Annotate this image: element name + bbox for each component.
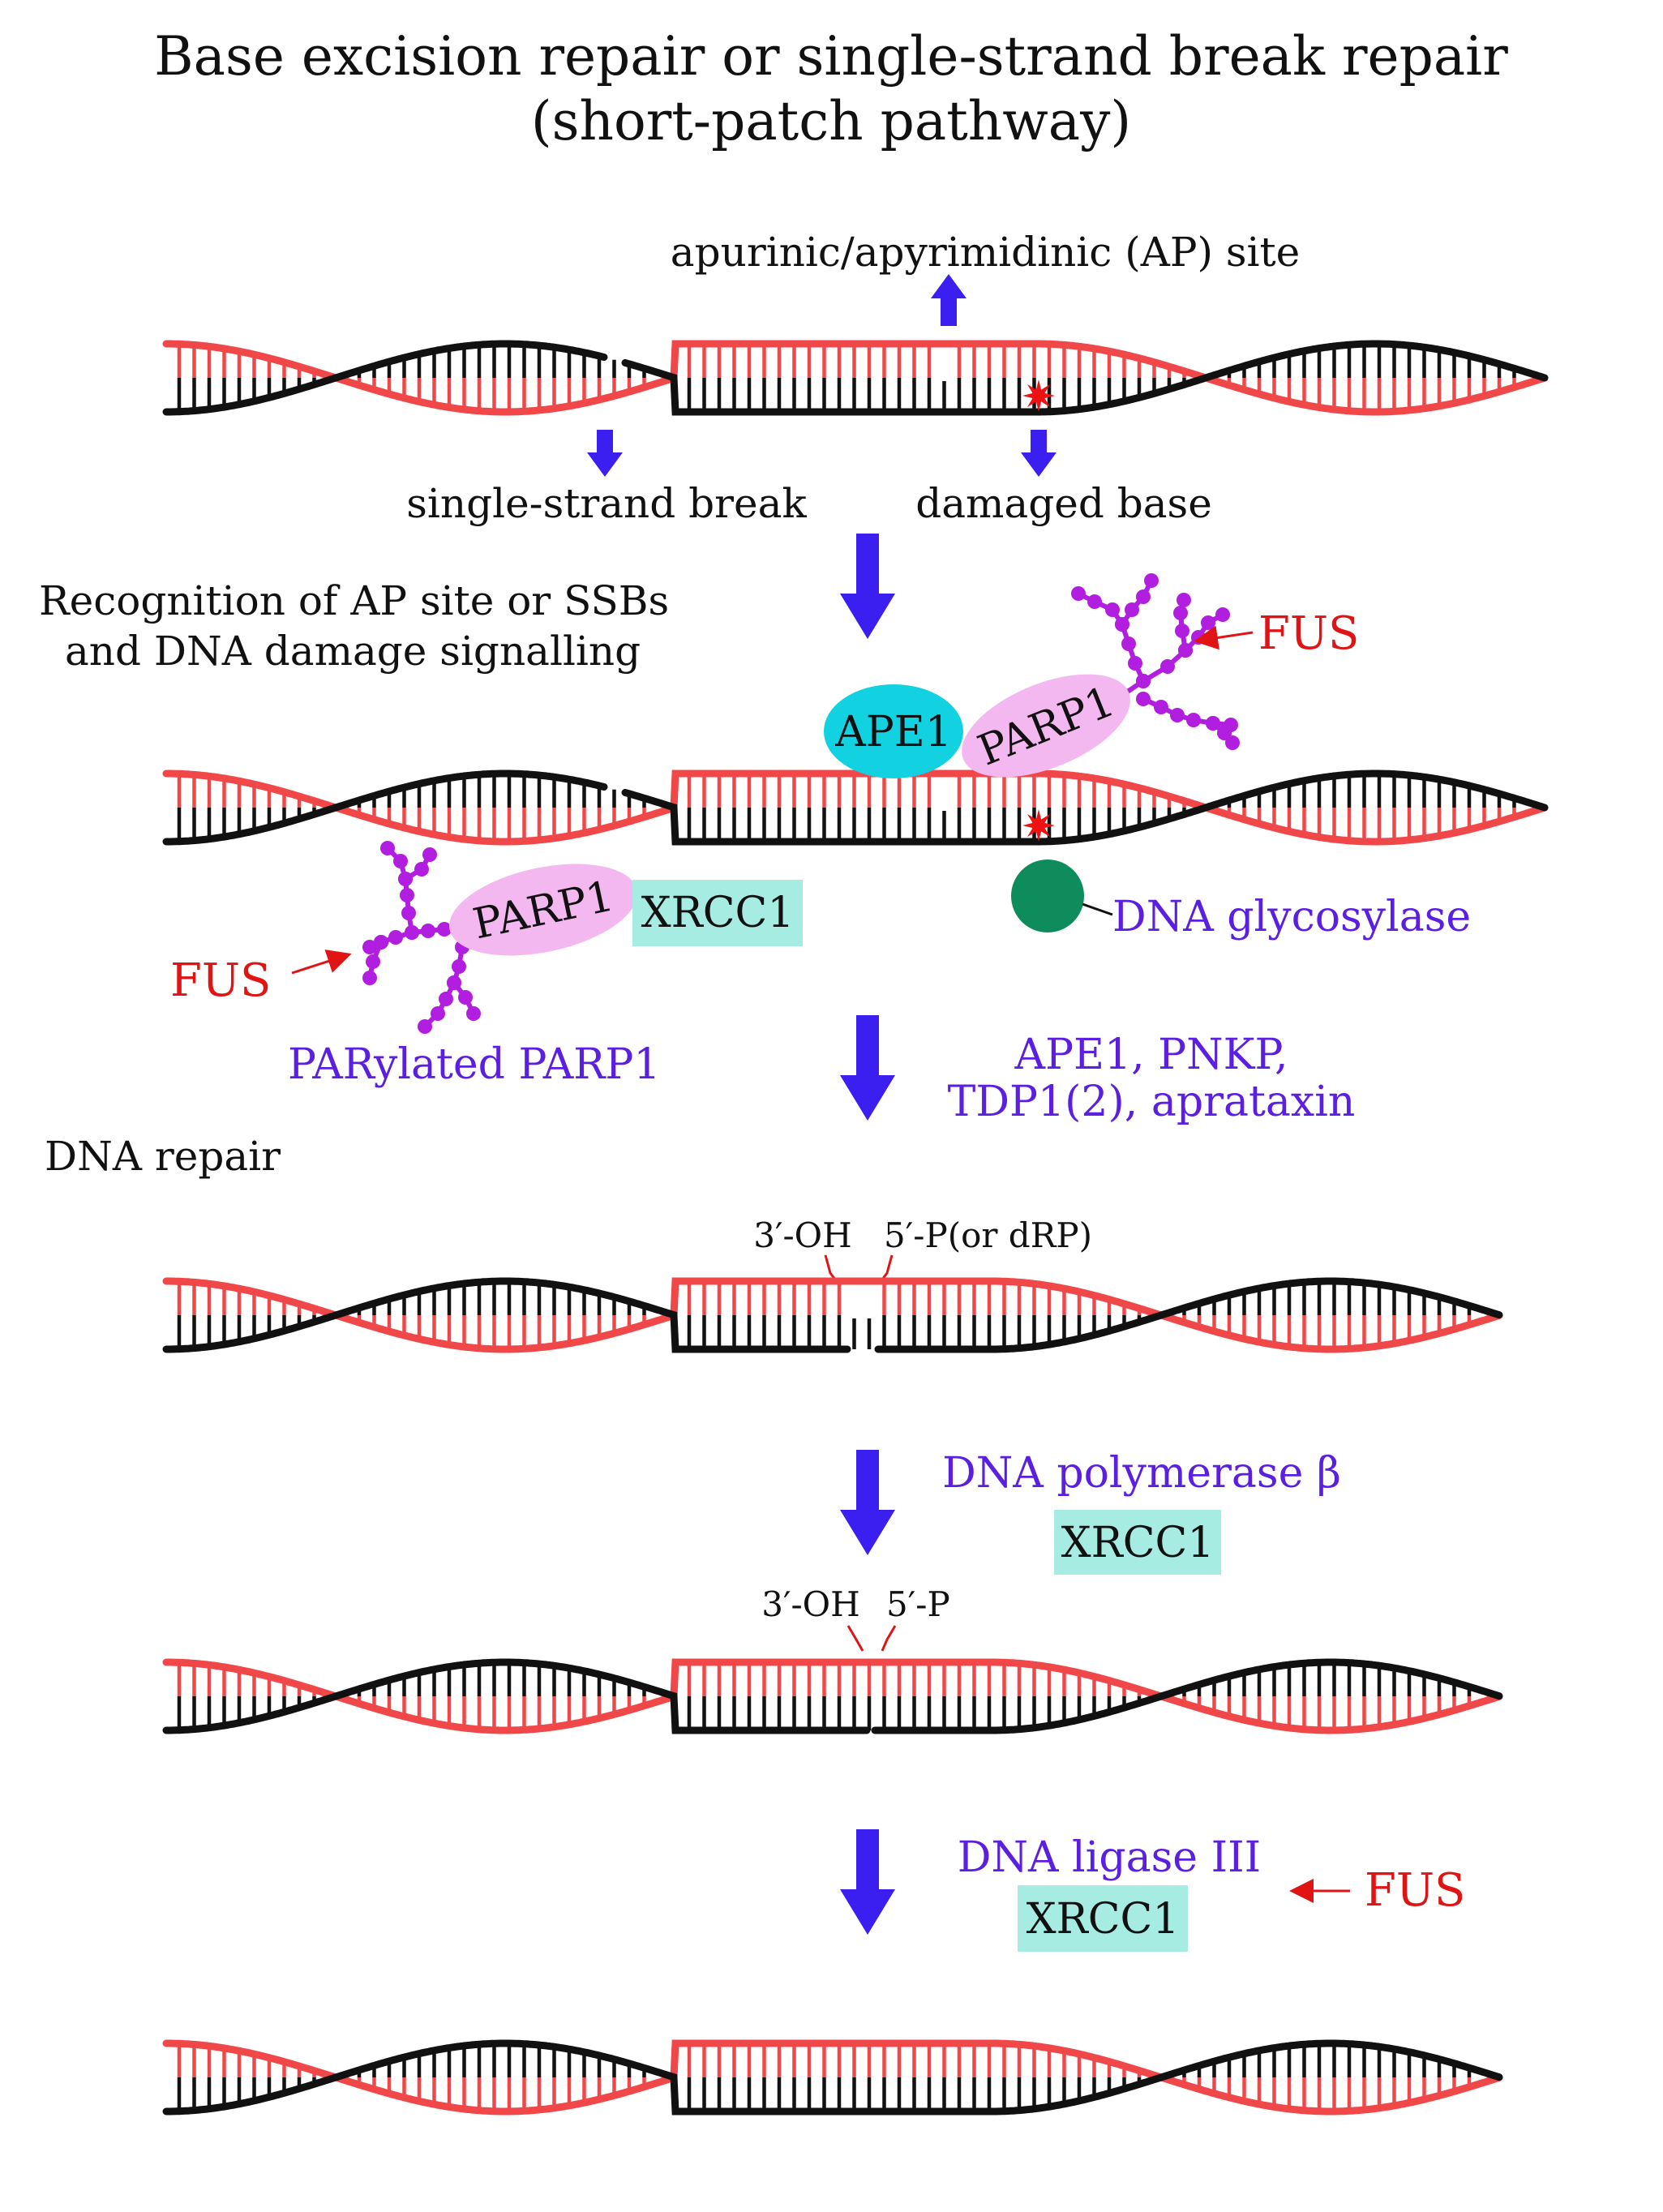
dna-repair-heading: DNA repair — [45, 1133, 281, 1180]
enzymes-line1: APE1, PNKP, — [1014, 1031, 1288, 1079]
step-arrow-4 — [840, 1829, 895, 1935]
dna-helix-gapped — [162, 1277, 1503, 1353]
fus-top-label: FUS — [1258, 607, 1359, 660]
recognition-heading-line2: and DNA damage signalling — [65, 628, 641, 675]
dna-helix-damaged — [162, 340, 1549, 416]
fus-ligase-label: FUS — [1365, 1864, 1465, 1917]
ssb-arrow — [587, 430, 623, 477]
step3-end-markers — [824, 1254, 894, 1280]
enzymes-line2: TDP1(2), aprataxin — [948, 1078, 1356, 1126]
damaged-base-arrow — [1021, 430, 1057, 477]
ap-site-label: apurinic/apyrimidinic (AP) site — [671, 229, 1300, 276]
dna-helix-recognition — [162, 769, 1549, 846]
fus-arrow-bottom — [291, 950, 352, 975]
xrcc1-step5-label: XRCC1 — [1027, 1895, 1180, 1944]
ssb-label: single-strand break — [406, 480, 807, 527]
xrcc1-box-step4: XRCC1 — [1054, 1510, 1221, 1575]
dna-helix-nicked — [162, 1658, 1503, 1734]
damaged-base-label: damaged base — [915, 480, 1212, 527]
parylated-parp1-label: PARylated PARP1 — [288, 1040, 661, 1089]
dna-helix-repaired — [162, 2039, 1503, 2116]
ape1-protein: APE1 — [824, 684, 963, 778]
dna-glycosylase-label: DNA glycosylase — [1112, 893, 1471, 941]
parp1-bottom: PARP1 — [449, 864, 637, 956]
step4-oh-label: 3′-OH — [761, 1584, 860, 1624]
fus-arrow-top — [1194, 625, 1254, 650]
diagram-title-line2: (short-patch pathway) — [531, 90, 1131, 152]
xrcc1-box-step5: XRCC1 — [1018, 1885, 1188, 1952]
step3-oh-label: 3′-OH — [753, 1215, 852, 1255]
step3-p-label: 5′-P(or dRP) — [884, 1215, 1092, 1255]
xrcc1-step4-label: XRCC1 — [1061, 1519, 1215, 1567]
step4-end-markers — [847, 1625, 897, 1652]
parp1-top: PARP1 — [962, 674, 1130, 778]
step-arrow-3 — [840, 1450, 895, 1555]
dna-glycosylase-icon — [1011, 860, 1113, 932]
step-arrow-2 — [840, 1015, 895, 1121]
step-arrow-1 — [840, 534, 895, 639]
step4-p-label: 5′-P — [886, 1584, 950, 1624]
ligase-label: DNA ligase III — [958, 1833, 1261, 1882]
polymerase-label: DNA polymerase β — [942, 1449, 1341, 1498]
fus-bottom-label: FUS — [170, 954, 271, 1007]
ap-site-arrow — [931, 274, 967, 326]
xrcc1-step2-label: XRCC1 — [641, 889, 795, 937]
diagram-title-line1: Base excision repair or single-strand br… — [154, 25, 1508, 88]
recognition-heading-line1: Recognition of AP site or SSBs — [39, 577, 669, 624]
ape1-label: APE1 — [834, 708, 952, 757]
xrcc1-box-step2: XRCC1 — [632, 880, 803, 946]
par-chain-bottom — [362, 841, 481, 1034]
